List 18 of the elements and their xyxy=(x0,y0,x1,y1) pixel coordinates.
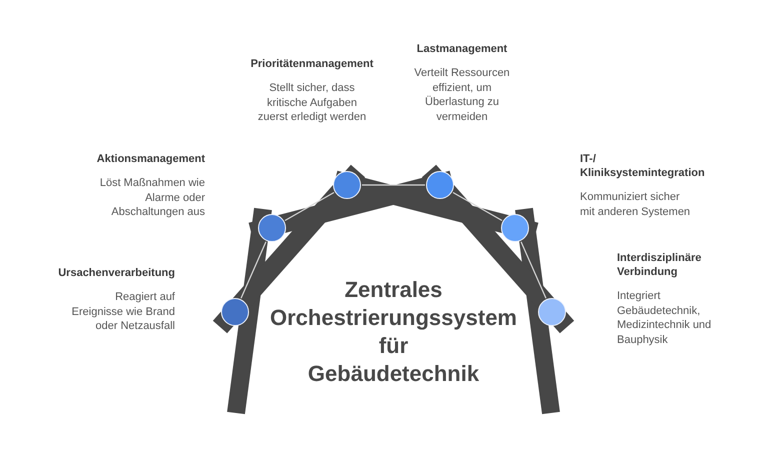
connector-line xyxy=(240,241,266,299)
connector-line xyxy=(284,192,334,222)
step-title: Ursachenverarbeitung xyxy=(58,266,175,280)
step-title: Lastmanagement xyxy=(416,42,508,56)
step-title: Interdisziplinäre Verbindung xyxy=(617,251,702,279)
step-title: IT-/ Kliniksystemintegration xyxy=(580,152,706,180)
step-title: Aktionsmanagement xyxy=(96,152,205,166)
connector-line xyxy=(520,241,546,299)
connector-line xyxy=(362,184,425,186)
step-title: Prioritätenmanagement xyxy=(250,57,374,71)
diagram-title: Zentrales Orchestrierungssystem für Gebäudetechnik xyxy=(269,276,518,388)
step-description: Reagiert auf Ereignisse wie Brand oder Netzausfall xyxy=(70,290,175,334)
connector-line xyxy=(452,192,502,222)
step-description: Kommuniziert sicher mit anderen Systemen xyxy=(580,190,692,219)
step-description: Integriert Gebäudetechnik, Medizintechnik und Bauphysik xyxy=(617,289,712,347)
step-description: Verteilt Ressourcen effizient, um Überlastung zu vermeiden xyxy=(413,66,511,124)
step-description: Löst Maßnahmen wie Alarme oder Abschaltungen aus xyxy=(98,176,205,220)
step-description: Stellt sicher, dass kritische Aufgaben zuerst erledigt werden xyxy=(256,81,368,124)
